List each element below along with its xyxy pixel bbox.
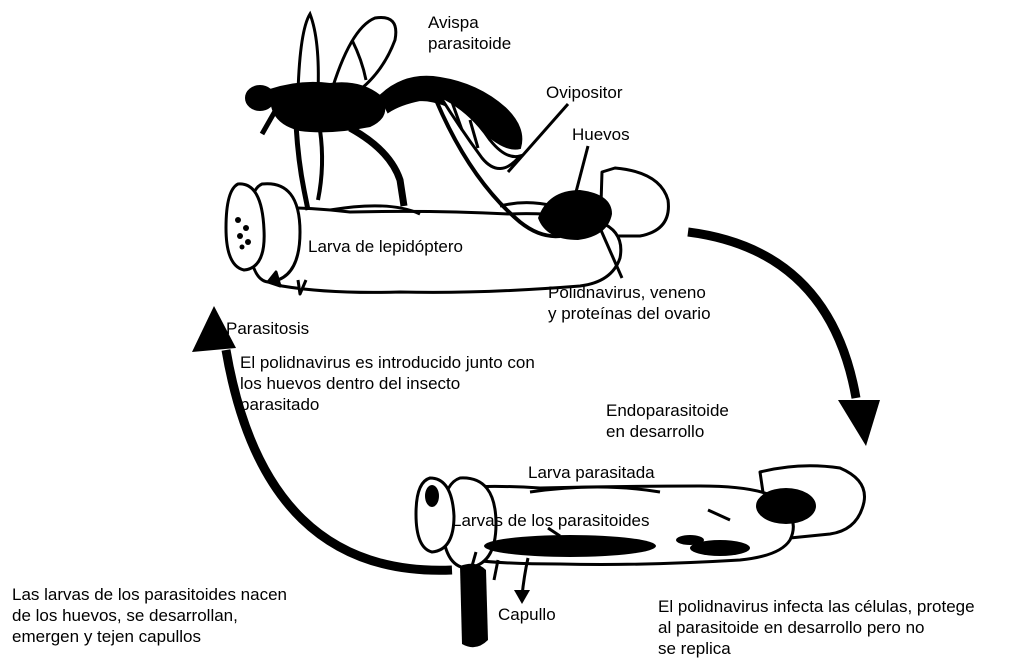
label-injection: El polidnavirus es introducido junto con… [240, 352, 535, 415]
emerging-larva-tip [514, 590, 530, 604]
label-parasitized-larva: Larva parasitada [528, 462, 655, 483]
label-host-larva: Larva de lepidóptero [308, 236, 463, 257]
label-polydnavirus: Polidnavirus, veneno y proteínas del ova… [548, 282, 711, 324]
parasitized-larva-eye [425, 485, 439, 507]
label-ovipositor: Ovipositor [546, 82, 623, 103]
eggs-leader [576, 146, 588, 192]
label-cocoon: Capullo [498, 604, 556, 625]
label-parasitism: Parasitosis [226, 318, 309, 339]
arrow-right-head [838, 400, 880, 446]
label-eggs: Huevos [572, 124, 630, 145]
label-emergence: Las larvas de los parasitoides nacen de … [12, 584, 287, 647]
arrow-right-curve [688, 232, 856, 398]
cocoon-shape [460, 564, 488, 647]
label-infection: El polidnavirus infecta las células, pro… [658, 596, 975, 659]
label-developing-endoparasitoid: Endoparasitoide en desarrollo [606, 400, 729, 442]
label-wasp: Avispa parasitoide [428, 12, 511, 54]
label-parasitoid-larvae: Larvas de los parasitoides [452, 510, 650, 531]
